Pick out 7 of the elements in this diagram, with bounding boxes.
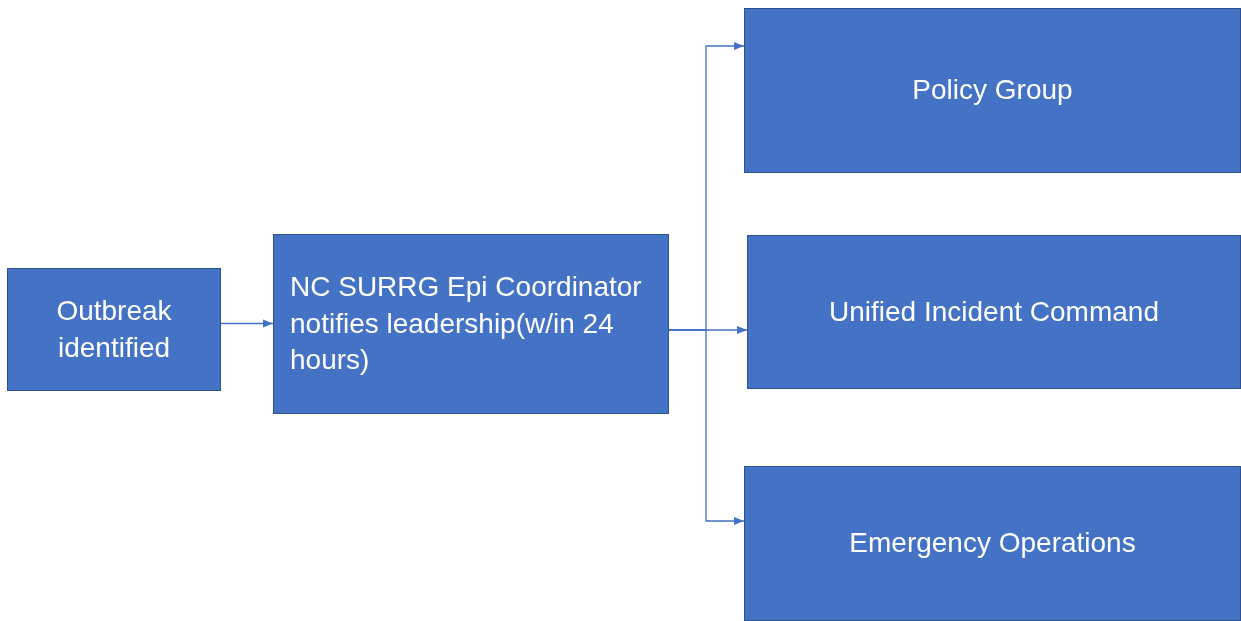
process-box: Policy Group: [744, 8, 1241, 173]
process-box: NC SURRG Epi Coordinator notifies leadership(w/in 24 hours): [273, 234, 669, 414]
arrow: [668, 329, 745, 526]
process-box: Unified Incident Command: [747, 235, 1241, 389]
arrow: [220, 319, 274, 328]
process-box: Emergency Operations: [744, 466, 1241, 621]
process-box: Outbreak identified: [7, 268, 221, 391]
